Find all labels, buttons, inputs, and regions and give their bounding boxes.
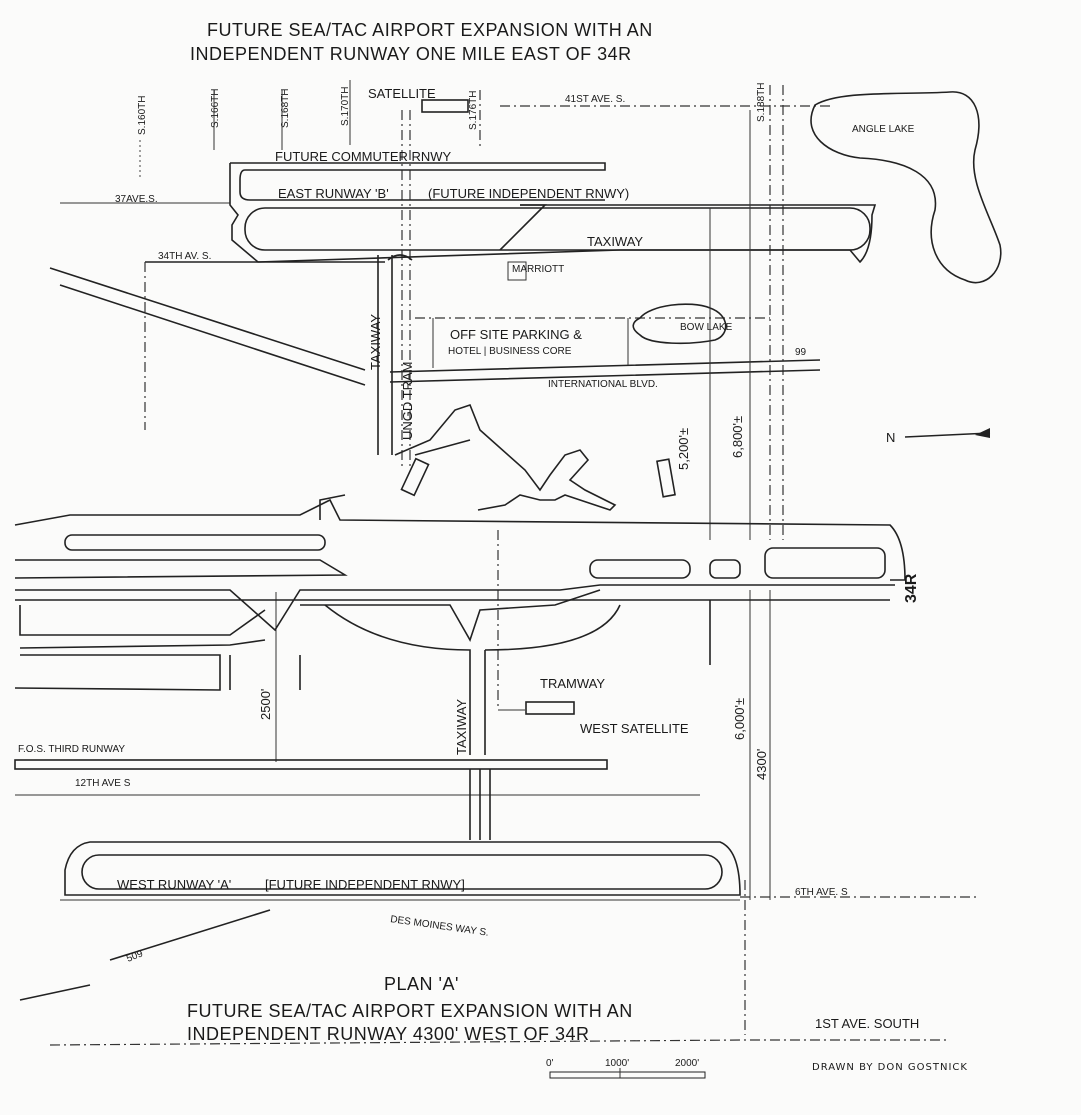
dimension-5200: 5,200'± <box>676 428 691 470</box>
street-s188: S.188TH <box>756 83 767 122</box>
des-moines-way-label: DES MOINES WAY S. <box>390 914 490 939</box>
west-taxiway-label: TAXIWAY <box>454 699 469 755</box>
bow-lake-shape <box>632 303 727 345</box>
street-s166: S.166TH <box>210 89 221 128</box>
top-title-line1: FUTURE SEA/TAC AIRPORT EXPANSION WITH AN <box>207 20 653 40</box>
east-runway-complex <box>229 162 877 455</box>
west-runway-outline <box>64 841 741 896</box>
street-s176: S.176TH <box>468 91 479 130</box>
existing-airfield <box>14 498 906 755</box>
terminal-building-b <box>656 458 676 498</box>
marriott-label: MARRIOTT <box>512 264 564 275</box>
bottom-title-line1: FUTURE SEA/TAC AIRPORT EXPANSION WITH AN <box>187 1001 633 1021</box>
west-satellite-label: WEST SATELLITE <box>580 721 689 736</box>
bow-lake-label: BOW LAKE <box>680 322 733 333</box>
hotel-business-core-label: HOTEL | BUSINESS CORE <box>448 346 572 357</box>
street-s160: S.160TH <box>137 96 148 135</box>
street-12th-ave: 12TH AVE S <box>75 778 131 789</box>
third-runway <box>14 759 608 770</box>
dimension-6000: 6,000'± <box>732 698 747 740</box>
satellite-label: SATELLITE <box>368 86 436 101</box>
tramway-label: TRAMWAY <box>540 676 605 691</box>
angle-lake-label: ANGLE LAKE <box>852 124 915 135</box>
vertical-taxiway-label: TAXIWAY <box>368 314 383 370</box>
west-runway <box>81 854 723 890</box>
east-runway-note: (FUTURE INDEPENDENT RNWY) <box>428 186 629 201</box>
west-satellite-building <box>525 701 575 715</box>
west-runway-label: WEST RUNWAY 'A' <box>117 877 231 892</box>
international-blvd-label: INTERNATIONAL BLVD. <box>548 379 658 390</box>
street-lines <box>15 80 980 1046</box>
east-runway <box>244 207 871 251</box>
plan-label: PLAN 'A' <box>384 974 459 994</box>
dimension-6800: 6,800'± <box>730 416 745 458</box>
east-taxiway-label: TAXIWAY <box>587 234 643 249</box>
dimension-2500: 2500' <box>258 689 273 720</box>
offsite-parking-label: OFF SITE PARKING & <box>450 327 582 342</box>
scale-2000: 2000' <box>675 1058 699 1069</box>
dimension-lines <box>275 110 771 900</box>
top-title-line2: INDEPENDENT RUNWAY ONE MILE EAST OF 34R <box>190 44 632 64</box>
bottom-title-line2: INDEPENDENT RUNWAY 4300' WEST OF 34R <box>187 1024 590 1044</box>
scale-bar <box>549 1068 706 1079</box>
scale-0: 0' <box>546 1058 554 1069</box>
street-1st-ave-south: 1ST AVE. SOUTH <box>815 1016 919 1031</box>
marriott-building <box>507 261 527 281</box>
scale-1000: 1000' <box>605 1058 629 1069</box>
highway-99-label: 99 <box>795 347 807 358</box>
west-runway-note: [FUTURE INDEPENDENT RNWY] <box>265 877 465 892</box>
angle-lake-shape <box>810 91 1002 284</box>
east-runway-label: EAST RUNWAY 'B' <box>278 186 389 201</box>
street-6th-ave: 6TH AVE. S <box>795 887 848 898</box>
runway-34r-label: 34R <box>903 573 920 603</box>
dimension-4300: 4300' <box>754 749 769 780</box>
future-commuter-runway-label: FUTURE COMMUTER RNWY <box>275 149 452 164</box>
street-s168: S.168TH <box>280 89 291 128</box>
street-s170: S.170TH <box>340 87 351 126</box>
third-runway-label: F.O.S. THIRD RUNWAY <box>18 744 125 755</box>
north-label: N <box>886 430 895 445</box>
main-terminal <box>319 404 617 520</box>
north-arrow-icon <box>904 428 991 438</box>
satellite-building <box>421 99 469 113</box>
underground-tram-label: UNGD TRAM <box>400 362 415 440</box>
terminal-building-a <box>400 457 430 497</box>
drawn-by-credit: DRAWN BY DON GOSTNICK <box>812 1062 968 1073</box>
street-37th-ave: 37AVE.S. <box>115 194 158 205</box>
street-34th-ave: 34TH AV. S. <box>158 251 211 262</box>
street-41st-ave: 41ST AVE. S. <box>565 94 625 105</box>
